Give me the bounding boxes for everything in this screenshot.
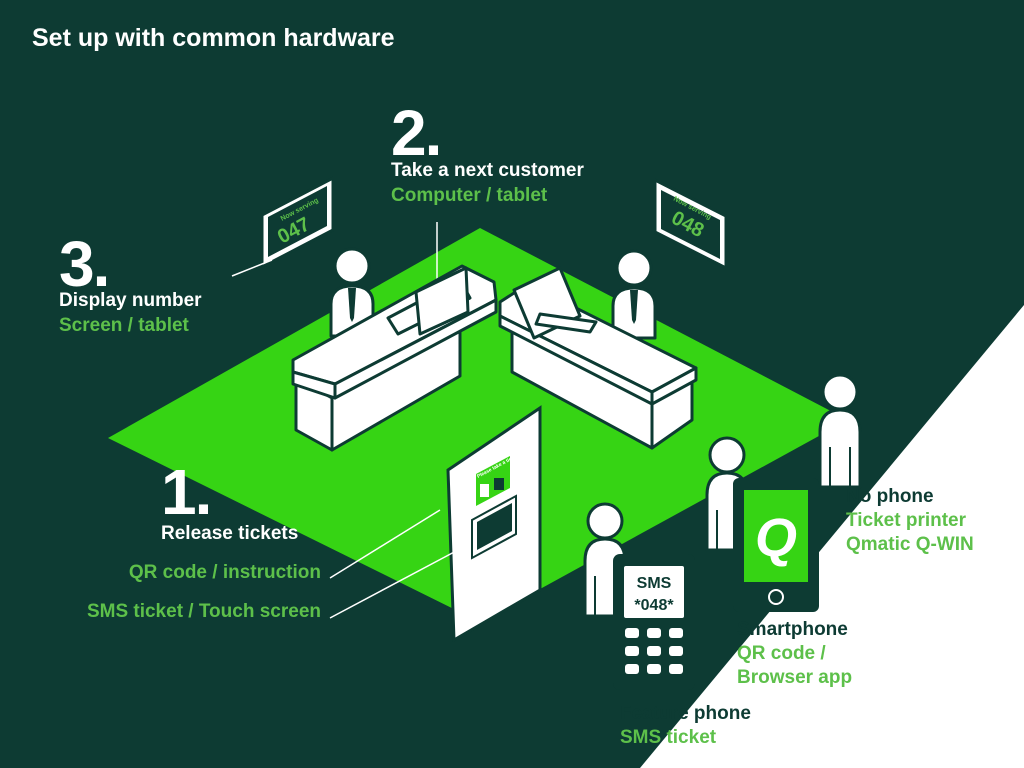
home-button-icon — [768, 589, 784, 605]
right-display-screen: Now serving 048 — [653, 177, 728, 271]
keypad — [625, 628, 683, 674]
left-service-counter — [291, 264, 498, 452]
no-phone-option-1: Ticket printer — [846, 510, 967, 531]
smartphone-option-2: Browser app — [737, 667, 853, 688]
smartphone-label: Smartphone — [737, 619, 848, 640]
feature-phone-sms-text: SMS — [637, 575, 672, 592]
step-1-qr-hardware: QR code / instruction — [128, 562, 321, 583]
green-floor — [108, 228, 848, 622]
step-1-number: 1. — [161, 456, 212, 528]
feature-phone-ticket-number: *048* — [634, 597, 674, 614]
step-3-label: Display number — [59, 290, 202, 311]
step-1-sms-hardware: SMS ticket / Touch screen — [86, 601, 321, 622]
touch-screen — [477, 503, 512, 550]
left-display-screen: Now serving 047 — [260, 175, 335, 270]
qr-code-icon — [480, 484, 489, 497]
qr-code-icon — [494, 478, 504, 490]
no-phone-label: No phone — [846, 486, 934, 507]
feature-phone-screen — [624, 566, 684, 618]
step-1-label: Release tickets — [161, 523, 299, 544]
smartphone-screen — [744, 490, 808, 582]
customer-no-phone-figure — [818, 373, 862, 489]
step-3-hardware: Screen / tablet — [59, 315, 189, 336]
right-agent-figure — [611, 249, 657, 340]
q-app-icon: Q — [755, 508, 797, 568]
step-2-label: Take a next customer — [391, 160, 584, 181]
step-2-number: 2. — [391, 97, 442, 169]
feature-phone-option: SMS ticket — [620, 727, 717, 748]
feature-phone-label: Feature phone — [620, 703, 751, 724]
smartphone-option-1: QR code / — [737, 643, 826, 664]
smartphone: Q — [733, 478, 819, 612]
touchscreen-pointer-line — [329, 549, 459, 619]
no-phone-option-2: Qmatic Q-WIN — [846, 534, 974, 555]
step-3-number: 3. — [59, 228, 110, 300]
step-2-hardware: Computer / tablet — [391, 185, 548, 206]
ticket-kiosk: Please take a ticket — [446, 405, 542, 643]
display-pointer-line — [231, 259, 273, 277]
qr-pointer-line — [329, 509, 441, 579]
right-service-counter — [498, 266, 698, 450]
feature-phone: SMS *048* — [613, 554, 695, 690]
background-white-area — [640, 305, 1024, 768]
page-title: Set up with common hardware — [32, 24, 395, 52]
